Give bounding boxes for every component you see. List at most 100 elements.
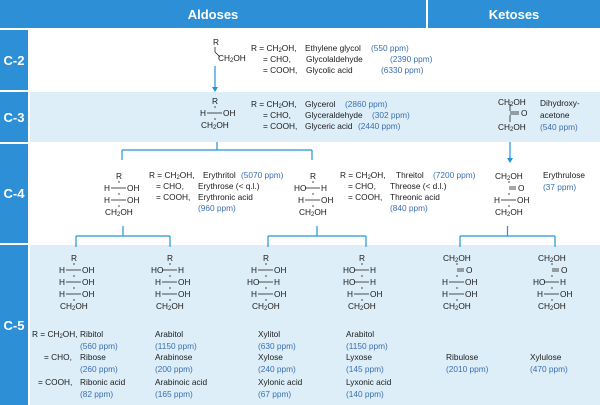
c5-ribulose-chain-left-3: H — [442, 289, 448, 299]
c5-aldose-chain-1-left-3: H — [155, 289, 161, 299]
c5-aldose-chain-3-right-1: H — [370, 265, 376, 275]
c4-left-prefix-2: = COOH, — [156, 192, 191, 202]
c5-col-1-line-4: Arabinoic acid — [155, 377, 208, 387]
c4-left-name-1: Erythrose (< q.l.) — [198, 181, 260, 191]
c5-aldose-chain-1-left-1: HO — [151, 265, 164, 275]
c4-left-ppm-0: (5070 ppm) — [241, 170, 284, 180]
c3-ketose-o: O — [521, 108, 528, 118]
c5-col-3-line-4: Lyxonic acid — [346, 377, 392, 387]
c4-threo-chain-right-1: H — [321, 183, 327, 193]
c5-aldose-chain-0-ch2oh-4: CH2OH — [60, 301, 88, 312]
c5-xylulose-chain-left-3: H — [537, 289, 543, 299]
c5-col-0-line-5: (82 ppm) — [80, 389, 114, 399]
c5-ketose-1-name: Xylulose — [530, 352, 562, 362]
c3-name-0: Glycerol — [305, 99, 336, 109]
c3-prefix-2: = COOH, — [263, 121, 298, 131]
c4-left-prefix-0: R = CH2OH, — [149, 170, 195, 181]
c5-aldose-chain-1-ch2oh-4: CH2OH — [156, 301, 184, 312]
c5-aldose-chain-2-right-3: OH — [274, 289, 287, 299]
c5-row-band — [30, 245, 600, 405]
c4-threo-chain-r-atom: R — [310, 171, 316, 181]
c5-ribulose-chain-right-3: OH — [465, 289, 478, 299]
c4-erythro-chain-left-1: H — [104, 183, 110, 193]
c2-to-c3-arrow-head — [212, 87, 218, 92]
c4-left-name-0: Erythritol — [203, 170, 236, 180]
c4-erythrulose-chain-left-2: H — [494, 195, 500, 205]
c4-erythro-chain-left-2: H — [104, 195, 110, 205]
c3-ketose-top: CH2OH — [498, 97, 526, 108]
c5-col-1-line-0: Arabitol — [155, 329, 184, 339]
c5-aldose-chain-2-right-1: OH — [274, 265, 287, 275]
c4-erythrulose-chain-right-2: OH — [517, 195, 530, 205]
c4-erythro-chain-ch2oh-3: CH2OH — [105, 207, 133, 218]
c2-prefix-2: = COOH, — [263, 65, 298, 75]
c2-prefix-1: = CHO, — [263, 54, 291, 64]
c3-row-band — [30, 92, 600, 142]
c5-col-2-line-1: (630 ppm) — [258, 341, 296, 351]
c5-xylulose-chain-ketone-o: O — [561, 265, 568, 275]
c5-ketose-0-name: Ribulose — [446, 352, 479, 362]
c3-name-2: Glyceric acid — [305, 121, 353, 131]
c4-left-extra-ppm: (960 ppm) — [198, 203, 236, 213]
c3-prefix-0: R = CH2OH, — [251, 99, 297, 110]
c4-erythrulose-chain-ch2oh-3: CH2OH — [495, 207, 523, 218]
c5-aldose-chain-0-right-3: OH — [82, 289, 95, 299]
c5-ketose-1-ppm: (470 ppm) — [530, 364, 568, 374]
c5-aldose-chain-3-ch2oh-4: CH2OH — [348, 301, 376, 312]
c5-aldose-chain-2-left-2: HO — [247, 277, 260, 287]
c3-ketose-ppm: (540 ppm) — [540, 122, 578, 132]
c2-name-2: Glycolic acid — [306, 65, 353, 75]
c5-col-2-line-2: Xylose — [258, 352, 283, 362]
c5-col-0-line-4: Ribonic acid — [80, 377, 126, 387]
c5-aldose-chain-0-right-2: OH — [82, 277, 95, 287]
c5-aldose-chain-1-right-3: OH — [178, 289, 191, 299]
c2-ppm-0: (550 ppm) — [371, 43, 409, 53]
c5-xylulose-chain-ch2oh-0: CH2OH — [538, 253, 566, 264]
ketoses-header: Ketoses — [428, 0, 600, 28]
c4-erythrulose-chain-ketone-o: O — [518, 183, 525, 193]
c5-aldose-chain-2-left-1: H — [251, 265, 257, 275]
c5-col-0-line-2: Ribose — [80, 352, 106, 362]
c5-xylulose-chain-ch2oh-4: CH2OH — [538, 301, 566, 312]
c3-ketose-name2: acetone — [540, 110, 570, 120]
c5-col-1-line-2: Arabinose — [155, 352, 193, 362]
aldoses-header: Aldoses — [0, 0, 426, 28]
c5-col-3-line-1: (1150 ppm) — [346, 341, 388, 351]
c4-left-prefix-1: = CHO, — [156, 181, 184, 191]
c4-erythrulose-chain-ch2oh-0: CH2OH — [495, 171, 523, 182]
c5-prefix-0: R = CH2OH, — [32, 329, 78, 340]
c5-ketose-0-ppm: (2010 ppm) — [446, 364, 489, 374]
c5-aldose-chain-3-right-3: OH — [370, 289, 383, 299]
c5-aldose-chain-0-r-atom: R — [71, 253, 77, 263]
c4-right-name-1: Threose (< d.l.) — [390, 181, 447, 191]
c4-threo-chain-left-2: H — [298, 195, 304, 205]
c2-ppm-2: (6330 ppm) — [381, 65, 424, 75]
c5-aldose-chain-2-right-2: H — [274, 277, 280, 287]
c5-col-2-line-3: (240 ppm) — [258, 364, 296, 374]
c3-chain-ch2oh-2: CH2OH — [201, 120, 229, 131]
c5-xylulose-chain-left-2: HO — [533, 277, 546, 287]
c5-col-0-line-1: (560 ppm) — [80, 341, 118, 351]
c5-aldose-chain-2-ch2oh-4: CH2OH — [252, 301, 280, 312]
c5-col-0-line-3: (260 ppm) — [80, 364, 118, 374]
c4-erythro-chain-r-atom: R — [116, 171, 122, 181]
c5-aldose-chain-1-right-2: OH — [178, 277, 191, 287]
c5-aldose-chain-0-left-3: H — [59, 289, 65, 299]
c2-prefix-0: R = CH2OH, — [251, 43, 297, 54]
c2-name-1: Glycolaldehyde — [306, 54, 363, 64]
c4-right-name-2: Threonic acid — [390, 192, 440, 202]
row-label-c4: C-4 — [0, 144, 28, 243]
c3-ketose-name1: Dihydroxy- — [540, 98, 580, 108]
c5-aldose-chain-3-r-atom: R — [359, 253, 365, 263]
c4-erythro-chain-right-2: OH — [127, 195, 140, 205]
c5-col-2-line-5: (67 ppm) — [258, 389, 292, 399]
row-label-c3: C-3 — [0, 92, 28, 142]
c4-right-prefix-2: = COOH, — [348, 192, 383, 202]
c5-aldose-chain-2-left-3: H — [251, 289, 257, 299]
c4-right-extra-ppm: (840 ppm) — [390, 203, 428, 213]
c4-threo-chain-ch2oh-3: CH2OH — [299, 207, 327, 218]
c5-col-1-line-1: (1150 ppm) — [155, 341, 197, 351]
c5-aldose-chain-0-left-1: H — [59, 265, 65, 275]
